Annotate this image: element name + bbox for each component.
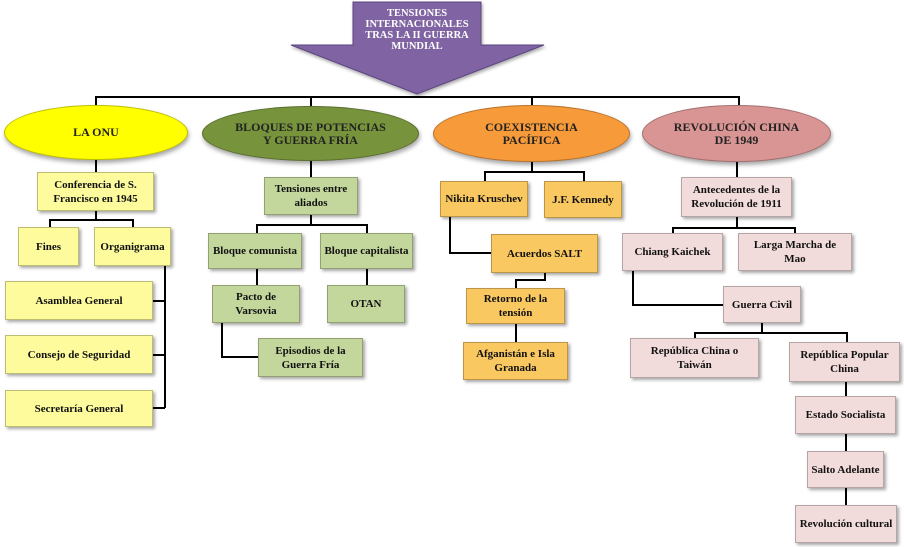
node-afganistan: Afganistán e Isla Granada [463,342,568,380]
connector-conferencia-children [49,219,134,227]
diagram-title: TENSIONES INTERNACIONALES TRAS LA II GUE… [353,8,481,52]
node-larga-marcha: Larga Marcha de Mao [738,233,852,271]
connector-guerra-children [694,332,848,342]
node-episodios: Episodios de la Guerra Fría [258,338,363,377]
node-popular: República Popular China [789,342,900,382]
node-estado-socialista: Estado Socialista [795,396,896,434]
connector-kruschev-salt [449,217,491,254]
title-line: TENSIONES [386,8,448,19]
branch-bloques-label: BLOQUES DE POTENCIAS Y GUERRA FRÍA [235,119,386,147]
node-varsovia: Pacto de Varsovia [212,285,300,323]
node-capitalista: Bloque capitalista [320,233,413,269]
branch-coexistencia-label: COEXISTENCIA PACÍFICA [485,119,578,147]
node-fines: Fines [18,227,79,266]
node-antecedentes: Antecedentes de la Revolución de 1911 [681,177,792,217]
node-comunista: Bloque comunista [208,233,302,269]
title-line: TRAS LA II GUERRA [365,30,469,41]
connector-varsovia-episodios [221,323,258,358]
connector-coexistencia-children [484,171,585,181]
node-salto: Salto Adelante [807,451,884,488]
node-salt: Acuerdos SALT [491,234,598,273]
branch-onu: LA ONU [4,105,188,160]
connector-tensiones-children [256,224,368,233]
branch-revolucion-label: REVOLUCIÓN CHINA DE 1949 [673,119,800,147]
node-secretaria: Secretaría General [5,390,153,427]
node-chiang: Chiang Kaichek [622,233,723,271]
node-asamblea: Asamblea General [5,281,153,320]
node-guerra-civil: Guerra Civil [723,286,801,323]
node-cultural: Revolución cultural [795,505,897,543]
node-conferencia: Conferencia de S. Francisco en 1945 [37,172,154,211]
node-otan: OTAN [327,285,405,323]
connector-chiang-guerra [632,271,723,306]
node-kruschev: Nikita Kruschev [440,181,528,217]
node-consejo: Consejo de Seguridad [5,335,153,374]
title-arrow-shape [290,1,545,95]
connector-salt-retorno [515,273,546,288]
title-line: MUNDIAL [391,41,443,52]
node-retorno: Retorno de la tensión [466,288,565,324]
branch-revolucion: REVOLUCIÓN CHINA DE 1949 [642,105,831,162]
branch-onu-label: LA ONU [73,125,119,139]
node-tensiones: Tensiones entre aliados [264,177,358,215]
branch-bloques: BLOQUES DE POTENCIAS Y GUERRA FRÍA [202,106,419,161]
connector-main-bar [95,96,740,107]
branch-coexistencia: COEXISTENCIA PACÍFICA [433,105,630,162]
node-organigrama: Organigrama [94,227,171,266]
connector-antecedentes-children [672,227,796,233]
title-line: INTERNACIONALES [365,19,469,30]
node-kennedy: J.F. Kennedy [544,181,622,218]
node-taiwan: República China o Taiwán [630,338,759,378]
